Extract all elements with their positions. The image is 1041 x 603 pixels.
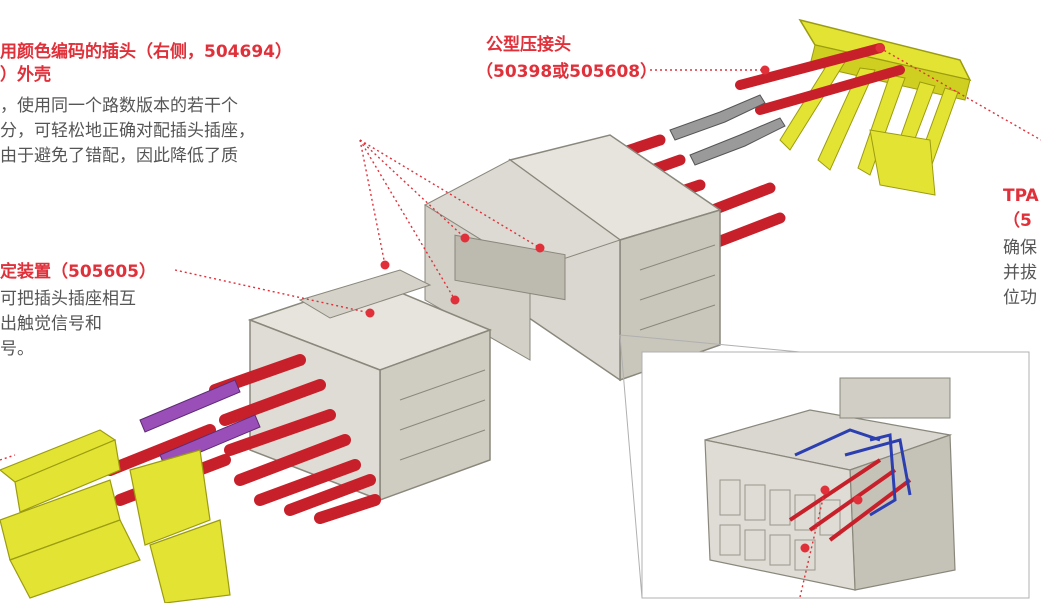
color-coded-housing-title-1: 用颜色编码的插头（右侧，504694） [0, 42, 292, 62]
inset-leader [619, 334, 801, 353]
locking-device-title: 定装置（505605） [0, 262, 156, 282]
tpa-title-2: （5 [1003, 211, 1032, 231]
color-coded-housing-title-2: ）外壳 [0, 65, 51, 85]
left-wires [104, 354, 381, 524]
plug-housing [423, 134, 722, 382]
male-crimp-terminal-title-2: （50398或505608） [476, 62, 658, 82]
tpa-title-1: TPA [1003, 186, 1039, 206]
inset-connector [704, 377, 956, 591]
left-tpa-retainer [0, 429, 231, 603]
male-crimp-terminal-title-1: 公型压接头 [486, 35, 571, 55]
tpa-desc-2: 并拔 [1003, 263, 1037, 283]
color-coded-housing-desc-2: 分，可轻松地正确对配插头插座， [0, 121, 255, 141]
leader-dots [365, 43, 885, 553]
tpa-desc-1: 确保 [1003, 238, 1037, 258]
locking-device-desc-2: 出触觉信号和 [0, 314, 102, 334]
locking-device-desc-1: 可把插头插座相互 [0, 289, 136, 309]
male-crimp-terminals [669, 94, 786, 166]
right-wires [735, 43, 905, 115]
color-coded-housing-desc-1: ，使用同一个路数版本的若干个 [0, 96, 238, 116]
locking-device-desc-3: 号。 [0, 339, 34, 359]
tpa-desc-3: 位功 [1003, 288, 1037, 308]
leader-lines [0, 47, 1041, 598]
color-coded-housing-desc-3: 由于避免了错配，因此降低了质 [0, 146, 238, 166]
